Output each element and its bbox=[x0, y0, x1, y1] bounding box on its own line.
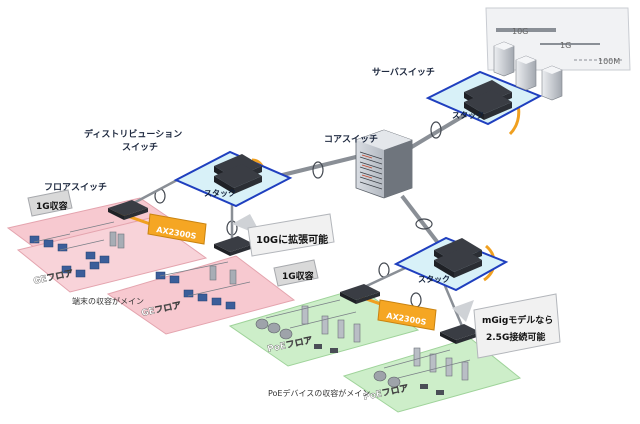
ge-zone-left-back bbox=[16, 217, 208, 293]
poe-zone-right bbox=[342, 337, 522, 413]
poe-access-points bbox=[301, 305, 469, 381]
legend-1g-label: 1G bbox=[560, 41, 571, 50]
floor-switch-icon bbox=[440, 324, 480, 344]
badge-1g-left-text: 1G収容 bbox=[36, 200, 68, 212]
servers bbox=[493, 41, 563, 101]
captions: 端末の収容がメイン PoEデバイスの収容がメイン bbox=[72, 296, 370, 398]
floor-switch-icon bbox=[340, 284, 380, 304]
badge-1g-left: 1G収容 bbox=[27, 189, 73, 217]
callout-10g: 10Gに拡張可能 bbox=[247, 213, 335, 257]
callout-mgig-line2: 2.5G接続可能 bbox=[486, 331, 545, 343]
badge-1g-right: 1G収容 bbox=[273, 259, 319, 287]
ge-floor-wiring bbox=[33, 221, 251, 297]
legend-100m-label: 100M bbox=[598, 57, 620, 66]
callout-10g-text: 10Gに拡張可能 bbox=[256, 233, 328, 246]
callout-mgig: mGigモデルなら 2.5G接続可能 bbox=[473, 293, 561, 359]
speed-legend: 10G 1G 100M bbox=[485, 7, 631, 71]
device-labels: サーバスイッチ コアスイッチ ディストリビューション スイッチ フロアスイッチ bbox=[44, 67, 435, 193]
poe-phones bbox=[314, 344, 444, 395]
floor-switches bbox=[108, 200, 480, 344]
badge-1g-right-text: 1G収容 bbox=[282, 270, 314, 282]
distribution-switch-label-1: ディストリビューション bbox=[84, 128, 182, 140]
core-switch-chassis bbox=[355, 129, 413, 199]
poe-cameras bbox=[255, 318, 401, 388]
server-icon bbox=[541, 65, 563, 101]
stack-switch-icon bbox=[464, 80, 512, 120]
stack-label-top: スタック bbox=[452, 110, 484, 120]
stack-switch-icon bbox=[214, 154, 262, 194]
server-switch-stack: スタック bbox=[425, 70, 543, 126]
caption-poe: PoEデバイスの収容がメイン bbox=[268, 388, 370, 398]
core-switch-label: コアスイッチ bbox=[324, 134, 378, 145]
callout-mgig-line1: mGigモデルなら bbox=[482, 314, 553, 326]
link-twist-marks bbox=[154, 121, 442, 308]
ge-floor-access-points bbox=[109, 231, 237, 285]
product-tag-left: AX2300S bbox=[147, 213, 207, 245]
product-tag-right: AX2300S bbox=[377, 299, 437, 331]
floor-switch-icon bbox=[108, 200, 148, 220]
floor-switch-label: フロアスイッチ bbox=[44, 182, 107, 193]
stack-switch-icon bbox=[434, 238, 482, 278]
stack-label-right: スタック bbox=[418, 274, 450, 284]
server-icon bbox=[493, 41, 515, 77]
server-switch-label: サーバスイッチ bbox=[372, 67, 435, 78]
server-icon bbox=[515, 55, 537, 91]
distribution-switch-stack-right: スタック bbox=[393, 236, 509, 292]
distribution-switch-stack: スタック bbox=[173, 150, 293, 208]
distribution-switch-label-2: スイッチ bbox=[122, 142, 158, 153]
caption-terminal: 端末の収容がメイン bbox=[72, 296, 144, 306]
floor-switch-icon bbox=[214, 236, 254, 256]
poe-wiring bbox=[265, 299, 471, 379]
stack-label-left: スタック bbox=[204, 188, 236, 198]
legend-10g-label: 10G bbox=[512, 27, 528, 36]
